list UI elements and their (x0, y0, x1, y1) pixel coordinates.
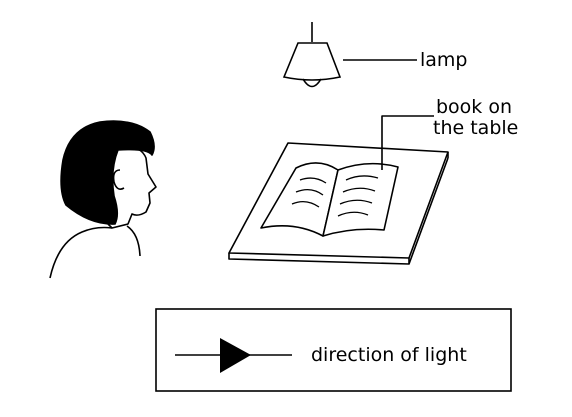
legend (155, 308, 512, 392)
person (49, 120, 157, 279)
table-edge-side (408, 157, 449, 265)
legend-arrowhead (220, 338, 251, 373)
person-shoulders (49, 226, 113, 279)
legend-arrow-label: direction of light (311, 344, 467, 366)
lamp-bulb (302, 78, 322, 88)
person-ear (112, 169, 125, 190)
lamp-shade (282, 42, 342, 81)
book-text-lines (291, 175, 379, 217)
book-label-line-2: the table (433, 117, 519, 139)
person-hair (60, 120, 155, 225)
open-book (260, 115, 434, 237)
book-leader-line (381, 115, 434, 170)
legend-box (155, 308, 512, 392)
table-edge (228, 253, 410, 265)
book-label-line-1: book on (436, 96, 513, 118)
lamp (282, 22, 417, 88)
person-chest (126, 225, 141, 257)
lamp-label: lamp (420, 49, 468, 71)
